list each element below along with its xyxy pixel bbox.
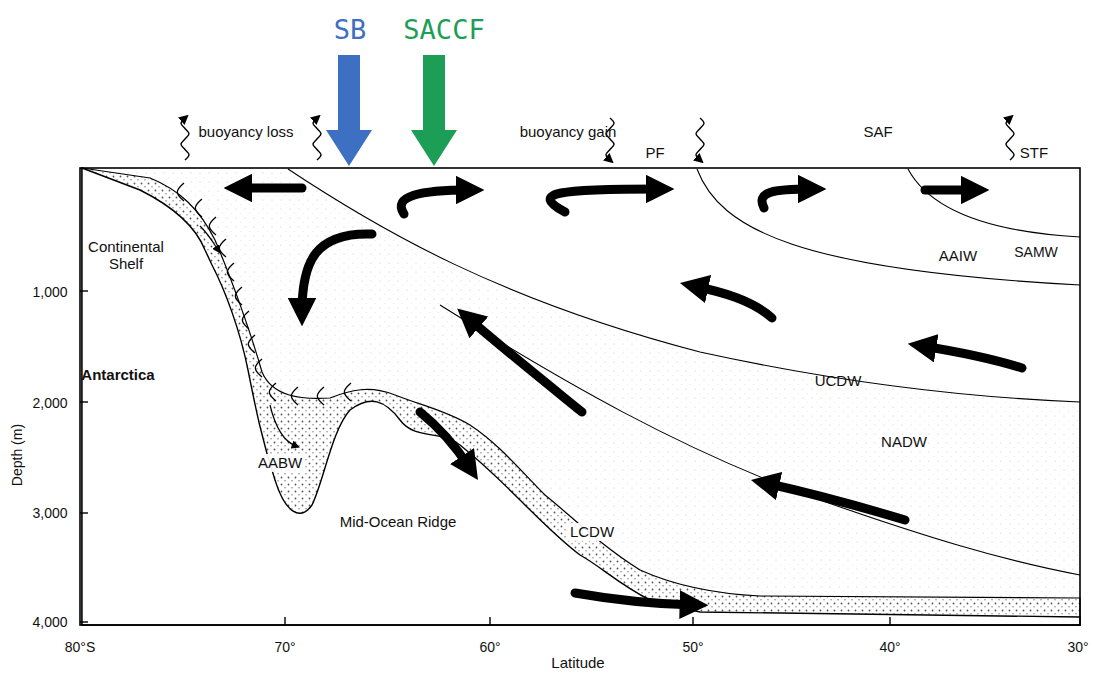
axis-title: Latitude bbox=[551, 654, 604, 671]
front-label: SACCF bbox=[403, 14, 484, 45]
region-label: Mid-Ocean Ridge bbox=[337, 513, 460, 530]
water-mass-label: AABW bbox=[255, 454, 305, 471]
axis-tick-label: 30° bbox=[1067, 639, 1088, 655]
water-mass-label: AAIW bbox=[939, 247, 977, 264]
mixing-arc bbox=[291, 387, 298, 405]
ucdw-boundary bbox=[288, 169, 1080, 402]
mixing-arc bbox=[235, 287, 242, 305]
mixing-arc bbox=[242, 311, 249, 329]
mixing-arc bbox=[255, 359, 262, 377]
circulation-arrows bbox=[238, 188, 1022, 605]
mixing-arc bbox=[195, 199, 202, 217]
mixing-arc bbox=[219, 239, 226, 257]
axis-tick-label: 80°S bbox=[65, 639, 96, 655]
aabw-layer bbox=[82, 168, 1080, 625]
flux-arrow bbox=[181, 118, 189, 160]
mixing-arc bbox=[177, 183, 184, 201]
front-label: STF bbox=[1020, 144, 1048, 161]
buoyancy-flux-arrows bbox=[181, 118, 1014, 160]
flux-arrow bbox=[1006, 118, 1014, 160]
mixing-arcs bbox=[177, 183, 351, 405]
flux-label: buoyancy loss bbox=[198, 123, 293, 140]
mixing-arc bbox=[248, 335, 255, 353]
water-mass-label: UCDW bbox=[815, 372, 862, 389]
mixing-arc bbox=[227, 263, 234, 281]
water-mass-label: LCDW bbox=[567, 523, 617, 540]
water-mass-label: NADW bbox=[881, 433, 927, 450]
axis-tick-label: 3,000 bbox=[32, 505, 67, 521]
sea-floor bbox=[82, 168, 1080, 625]
axis-tick-label: 2,000 bbox=[32, 395, 67, 411]
mixing-arc bbox=[209, 217, 216, 235]
front-label: SB bbox=[334, 14, 367, 45]
region-label: Antarctica bbox=[81, 366, 154, 383]
nadw-boundary bbox=[440, 305, 1080, 575]
mixing-arc bbox=[317, 387, 324, 405]
saccf-arrow bbox=[411, 55, 457, 166]
water-mass-label: SAMW bbox=[1014, 244, 1058, 260]
flux-label: buoyancy gain bbox=[520, 123, 617, 140]
axis-tick-label: 50° bbox=[682, 639, 703, 655]
front-label: SAF bbox=[863, 123, 892, 140]
flux-arrow bbox=[696, 118, 704, 160]
front-label: PF bbox=[645, 144, 664, 161]
axis-tick-label: 4,000 bbox=[32, 614, 67, 630]
axis-ticks bbox=[80, 291, 890, 625]
region-label: Continental Shelf bbox=[81, 238, 171, 273]
mixing-arc bbox=[269, 383, 276, 401]
axis-title: Depth (m) bbox=[9, 424, 25, 486]
plot-frame bbox=[80, 168, 1080, 625]
sb-arrow bbox=[326, 55, 372, 166]
slope-flow-arrows bbox=[200, 226, 296, 446]
axis-tick-label: 1,000 bbox=[32, 284, 67, 300]
mixing-arc bbox=[344, 383, 351, 401]
axis-tick-label: 40° bbox=[879, 639, 900, 655]
aaiw-boundary bbox=[697, 169, 1080, 285]
flux-arrow bbox=[313, 118, 321, 160]
samw-boundary bbox=[908, 169, 1080, 237]
axis-tick-label: 70° bbox=[274, 639, 295, 655]
axis-tick-label: 60° bbox=[479, 639, 500, 655]
